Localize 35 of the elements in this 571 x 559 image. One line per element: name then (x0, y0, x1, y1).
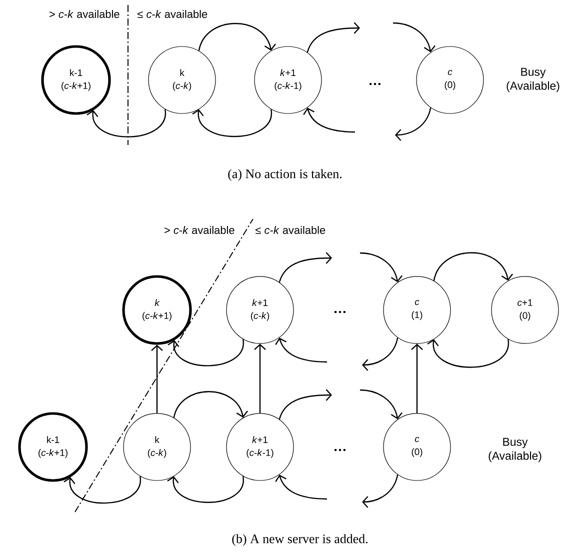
subfigure-caption: (b) A new server is added. (232, 534, 368, 546)
arrow (173, 391, 248, 418)
arrow (278, 252, 332, 282)
arrow (306, 22, 360, 52)
region-label: > c-k available (164, 226, 234, 234)
row-label: Busy (Available) (506, 68, 560, 92)
arrow (433, 252, 513, 281)
ellipsis: … (370, 82, 380, 86)
arrow (254, 344, 266, 414)
arrow (151, 344, 163, 414)
region-label: ≤ c-k available (138, 10, 208, 18)
arrow (362, 474, 398, 508)
ellipsis: … (334, 448, 346, 452)
ellipsis: … (334, 310, 346, 314)
arrow (427, 339, 509, 368)
arrow (411, 344, 423, 414)
region-label: > c-k available (50, 10, 120, 18)
arrow (360, 252, 402, 282)
arrow (275, 338, 328, 363)
arrow (303, 108, 356, 133)
region-label: ≤ c-k available (256, 226, 326, 234)
arrow (360, 389, 402, 420)
arrow (86, 109, 166, 138)
arrow (167, 476, 244, 503)
arrow (192, 109, 272, 138)
arrow (395, 108, 432, 141)
arrow (64, 476, 141, 504)
arrow (275, 474, 328, 500)
arrow (168, 339, 244, 366)
arrow (362, 338, 398, 371)
row-label: Busy (Available) (488, 438, 542, 462)
arrow (198, 22, 276, 51)
arrow (278, 389, 332, 420)
subfigure-caption: (a) No action is taken. (228, 169, 342, 181)
arrow (392, 22, 436, 52)
